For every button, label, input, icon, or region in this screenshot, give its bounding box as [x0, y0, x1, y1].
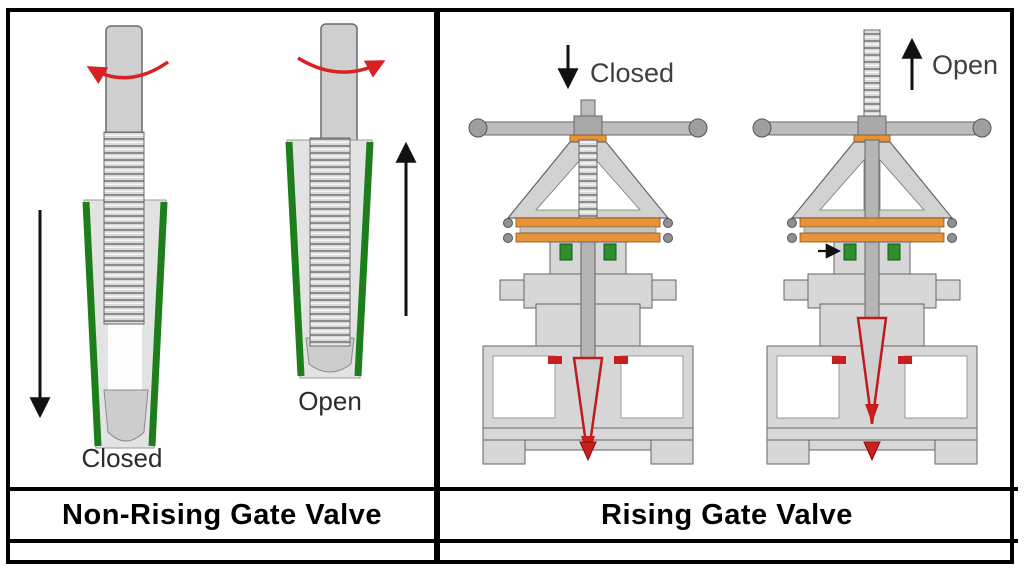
- flow-passage: [492, 355, 556, 419]
- valve-seat: [898, 356, 912, 364]
- packing: [843, 243, 857, 261]
- flange-bolt: [787, 218, 797, 228]
- flange-bolt: [503, 218, 513, 228]
- stem: [580, 241, 596, 363]
- valve-seat: [548, 356, 562, 364]
- flow-passage: [776, 355, 840, 419]
- non-rising-closed-figure: Closed: [29, 25, 170, 473]
- stem: [864, 139, 880, 221]
- seat-notch: [579, 441, 597, 462]
- bonnet-flange: [799, 217, 945, 228]
- threaded-stem: [103, 131, 145, 325]
- gate-sleeve-left-wall: [285, 141, 305, 377]
- caption-bottom-rule: [6, 539, 1018, 543]
- risen-threaded-stem: [863, 29, 881, 125]
- open-label: Open: [932, 50, 998, 80]
- closed-label: Closed: [82, 443, 163, 473]
- handwheel-knob: [752, 118, 772, 138]
- packing: [559, 243, 573, 261]
- seat-notch: [863, 441, 881, 462]
- handwheel-knob: [688, 118, 708, 138]
- rising-valve-closed-figure: Closed: [468, 45, 708, 465]
- gate-sleeve-right-wall: [354, 141, 374, 377]
- caption-top-rule: [6, 487, 1018, 491]
- threaded-stem: [309, 137, 351, 347]
- gate-wedge: [572, 356, 604, 459]
- rotation-arrow-icon: [297, 56, 386, 78]
- non-rising-open-figure: Open: [285, 23, 417, 416]
- flow-passage: [620, 355, 684, 419]
- flange-bolt: [947, 233, 957, 243]
- flange-bolt: [503, 233, 513, 243]
- gate-wedge: [856, 316, 888, 425]
- non-rising-caption: Non-Rising Gate Valve: [62, 498, 382, 531]
- rotation-arrow-icon: [86, 60, 170, 85]
- rising-valve-open-figure: Open: [752, 29, 998, 465]
- flange-bolt: [787, 233, 797, 243]
- rising-panel-art: Closed: [468, 29, 998, 465]
- gate-sleeve-left-wall: [82, 201, 102, 447]
- packing: [603, 243, 617, 261]
- handwheel-knob: [468, 118, 488, 138]
- gate-sleeve-right-wall: [148, 201, 168, 447]
- closed-label: Closed: [590, 58, 674, 88]
- valve-seat: [832, 356, 846, 364]
- stem: [864, 241, 880, 323]
- flange-bolt: [663, 233, 673, 243]
- flange-bolt: [663, 218, 673, 228]
- flow-passage: [904, 355, 968, 419]
- rising-caption: Rising Gate Valve: [601, 498, 853, 531]
- threaded-stem: [578, 139, 598, 221]
- panel-divider: [434, 8, 440, 564]
- open-label: Open: [298, 386, 362, 416]
- valve-seat: [614, 356, 628, 364]
- handwheel-knob: [972, 118, 992, 138]
- non-rising-panel-art: Closed Open: [29, 23, 417, 473]
- packing: [887, 243, 901, 261]
- bonnet-flange: [515, 217, 661, 228]
- flange-bolt: [947, 218, 957, 228]
